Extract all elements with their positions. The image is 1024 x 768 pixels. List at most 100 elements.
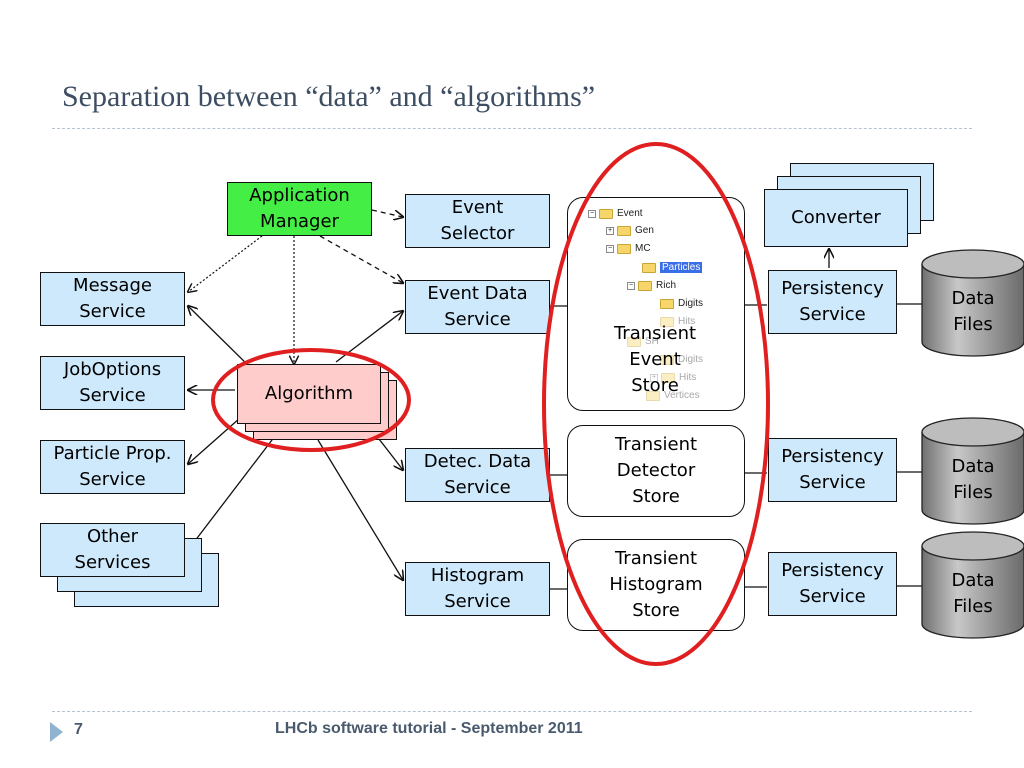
histogram-store-line-2: Histogram [609, 573, 703, 595]
histogram-store-line-1: Transient [614, 547, 698, 569]
folder-icon [660, 316, 674, 327]
event-selector-line-1: Event [451, 196, 504, 218]
message-service-line-1: Message [73, 274, 152, 296]
data-files-line-1: Data [951, 570, 995, 591]
tree-node: Digits [660, 298, 703, 309]
folder-icon [660, 298, 674, 309]
expand-icon: + [606, 226, 614, 235]
persistency-line-2: Service [799, 586, 866, 607]
database-icon [921, 249, 1024, 357]
detec-data-service-box: Detec. Data Service [405, 448, 550, 502]
persistency-service-box-3: Persistency Service [768, 552, 897, 616]
data-files-label-3: Data Files [922, 568, 1024, 620]
appmgr-to-eventdata-link [319, 235, 403, 283]
folder-icon [642, 262, 656, 273]
database-icon [921, 531, 1024, 639]
algorithm-label: Algorithm [264, 382, 354, 404]
tree-node: Vertices [646, 390, 700, 401]
footer-text: LHCb software tutorial - September 2011 [275, 720, 583, 737]
footer-arrow-icon [50, 722, 63, 742]
tree-node-label: Rich [656, 280, 677, 291]
data-files-label-1: Data Files [922, 286, 1024, 338]
histogram-service-line-1: Histogram [430, 564, 525, 586]
tree-node-label: Digits [678, 298, 704, 309]
folder-icon [617, 243, 631, 254]
detector-store-line-2: Detector [616, 459, 696, 481]
detec-data-line-1: Detec. Data [423, 450, 532, 472]
transient-histogram-store-box: Transient Histogram Store [567, 539, 745, 631]
detector-store-line-1: Transient [614, 433, 698, 455]
application-manager-box: Application Manager [227, 182, 372, 236]
tree-node-label: Vertices [664, 390, 700, 401]
tree-node-label: Event [617, 208, 643, 219]
event-selector-line-2: Selector [440, 223, 515, 244]
persistency-line-2: Service [799, 472, 866, 493]
event-data-line-2: Service [444, 309, 511, 330]
data-files-line-2: Files [953, 596, 993, 618]
folder-icon [660, 354, 674, 365]
folder-icon [617, 225, 631, 236]
folder-icon [599, 208, 613, 219]
transient-event-store-label: Transient Event Store [590, 321, 720, 399]
folder-icon [661, 372, 675, 383]
persistency-line-1: Persistency [781, 445, 884, 467]
tree-node: − Event [588, 208, 643, 219]
tree-node: Particles [642, 262, 703, 273]
appmgr-to-message-link [188, 235, 263, 292]
histogram-service-line-2: Service [444, 591, 511, 612]
particle-prop-line-2: Service [79, 469, 146, 490]
tree-node-label: Gen [635, 225, 654, 236]
folder-icon [627, 336, 641, 347]
detec-data-line-2: Service [444, 477, 511, 498]
collapse-icon: − [606, 244, 614, 253]
alg-to-particleprop-link [188, 417, 241, 464]
converter-label: Converter [791, 206, 881, 228]
tree-node-label-selected: Particles [660, 262, 703, 273]
particle-prop-service-box: Particle Prop. Service [40, 440, 185, 494]
message-service-line-2: Service [79, 301, 146, 322]
data-files-line-2: Files [953, 314, 993, 336]
tree-node-label: Digits [678, 354, 704, 365]
tree-node: Digits [660, 354, 703, 365]
app-manager-line-1: Application [249, 184, 350, 206]
data-files-line-2: Files [953, 482, 993, 504]
data-files-line-1: Data [951, 456, 995, 477]
joboptions-line-1: JobOptions [63, 358, 162, 380]
alg-to-histogram-link [317, 439, 403, 580]
stores-highlight-ellipse [542, 142, 770, 666]
expand-icon: + [650, 373, 658, 382]
title-divider [52, 128, 972, 129]
slide-title: Separation between “data” and “algorithm… [62, 80, 596, 113]
database-icon [921, 417, 1024, 525]
detector-store-line-3: Store [632, 486, 680, 508]
particle-prop-line-1: Particle Prop. [53, 442, 172, 464]
tree-node-label: Hits [679, 372, 697, 383]
page-number: 7 [74, 721, 83, 738]
other-services-box: Other Services [40, 523, 185, 577]
algorithm-highlight-ellipse [211, 348, 411, 452]
collapse-icon: − [588, 209, 596, 218]
data-files-label-2: Data Files [922, 454, 1024, 506]
persistency-line-1: Persistency [781, 277, 884, 299]
tree-node: −Rich [627, 280, 676, 291]
footer-divider [52, 711, 972, 712]
persistency-service-box-1: Persistency Service [768, 270, 897, 334]
tree-node: −MC [606, 243, 651, 254]
app-manager-line-2: Manager [260, 211, 339, 232]
event-selector-box: Event Selector [405, 194, 550, 248]
tree-node: + Gen [606, 225, 654, 236]
alg-to-other-link [188, 435, 276, 550]
persistency-line-1: Persistency [781, 559, 884, 581]
tree-node: SH [627, 336, 659, 347]
histogram-store-line-3: Store [632, 600, 680, 622]
tree-node: + Hits [650, 372, 696, 383]
tree-node-label: Hits [678, 316, 696, 327]
event-data-service-box: Event Data Service [405, 280, 550, 334]
event-store-line-2: Event [629, 349, 681, 371]
event-store-line-3: Store [631, 375, 679, 397]
transient-event-store-box [567, 197, 745, 411]
transient-detector-store-box: Transient Detector Store [567, 425, 745, 517]
histogram-service-box: Histogram Service [405, 562, 550, 616]
data-files-line-1: Data [951, 288, 995, 309]
